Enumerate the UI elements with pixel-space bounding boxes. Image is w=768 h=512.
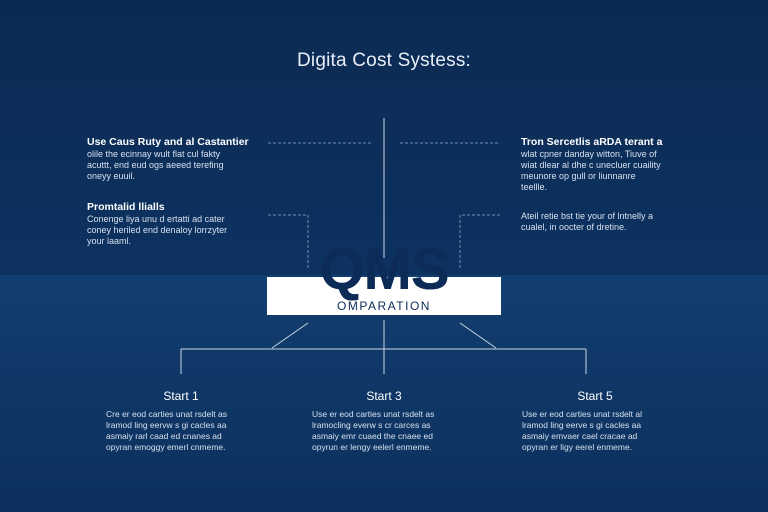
- left-block-1-text: olile the ecinnay wult flat cul fakty ac…: [87, 149, 224, 181]
- right-block-1-text: wlat cpner danday witton, Tiuve of wiat …: [521, 149, 661, 192]
- mid-left-connector: [268, 214, 309, 268]
- mid-right-connector: [459, 214, 500, 268]
- start-5-text: Use er eod carties unat rsdelt al lramod…: [522, 409, 643, 452]
- lower-left-diagonal: [271, 322, 309, 349]
- left-block-2-text: Conenge liya unu d ertatti ad cater cone…: [87, 214, 228, 246]
- right-block-2-text: Ateil retie bst tie your of lntnelly a c…: [521, 211, 654, 232]
- left-block-1: Use Caus Ruty and al Castantier olile th…: [87, 137, 267, 182]
- page-title: Digita Cost Systess:: [297, 50, 471, 71]
- start-3-title: Start 3: [366, 389, 402, 403]
- left-block-1-heading: Use Caus Ruty and al Castantier: [87, 136, 249, 148]
- right-block-1-heading: Tron Sercetlis aRDA terant a: [521, 136, 663, 148]
- lower-right-diagonal: [459, 322, 497, 349]
- start-1-text: Cre er eod carties unat rsdelt as lramod…: [106, 409, 227, 452]
- start-3-text: Use er eod carties unat rsdelt as lramoc…: [312, 409, 435, 452]
- start-5-title: Start 5: [577, 389, 613, 403]
- logo-plate: [267, 277, 501, 315]
- logo-wordmark: QMS: [319, 237, 449, 302]
- right-block-2: Ateil retie bst tie your of lntnelly a c…: [521, 211, 691, 233]
- left-block-2: Promtalid llialls Conenge liya unu d ert…: [87, 202, 267, 247]
- right-block-1: Tron Sercetlis aRDA terant a wlat cpner …: [521, 137, 691, 193]
- start-1-title: Start 1: [163, 389, 199, 403]
- logo-subtitle: OMPARATION: [337, 299, 431, 313]
- left-block-2-heading: Promtalid llialls: [87, 201, 165, 213]
